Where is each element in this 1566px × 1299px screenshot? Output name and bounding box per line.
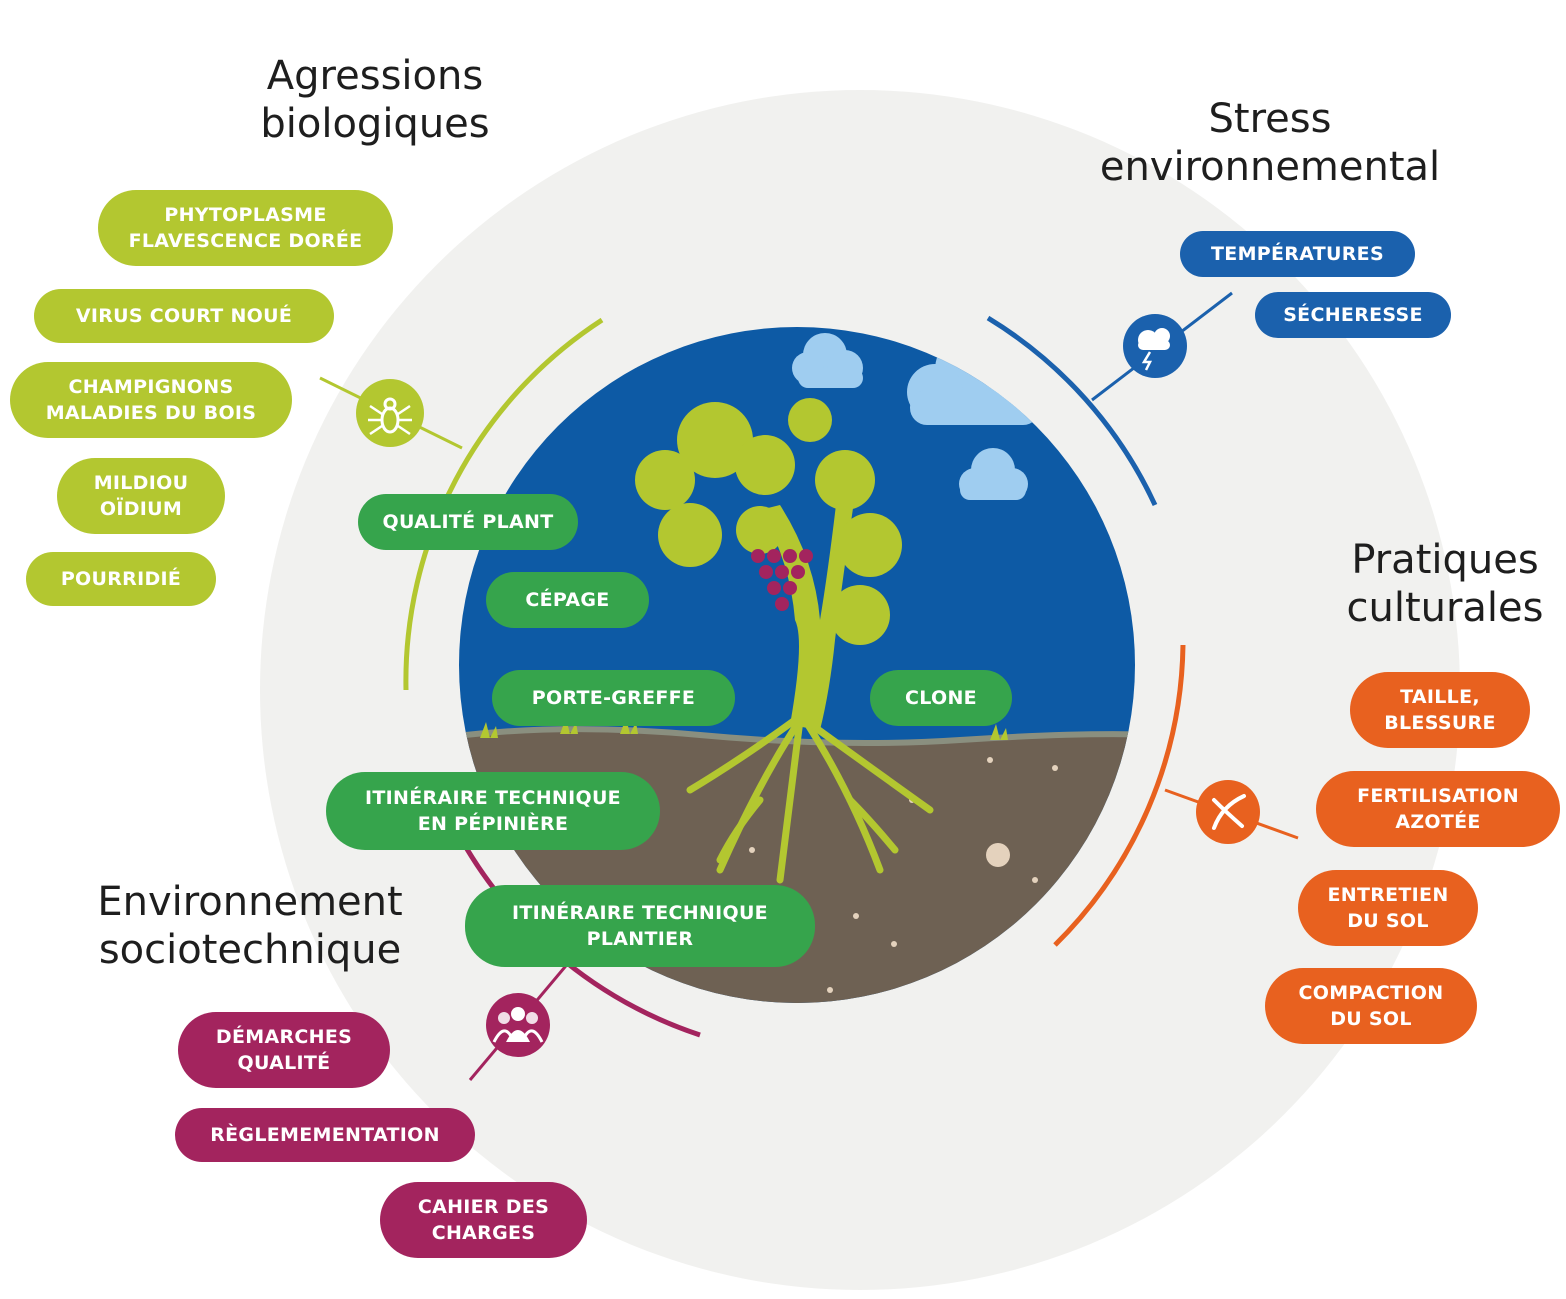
pill-entretien-du-sol: ENTRETIEN DU SOL: [1298, 870, 1478, 946]
pill-taille-blessure: TAILLE, BLESSURE: [1350, 672, 1530, 748]
pill-compaction-du-sol: COMPACTION DU SOL: [1265, 968, 1477, 1044]
leaves: [635, 398, 902, 645]
mite-icon: [356, 379, 424, 447]
pill-reglementation: RÈGLEMEMENTATION: [175, 1108, 475, 1162]
pill-temperatures: TEMPÉRATURES: [1180, 231, 1415, 277]
pill-clone: CLONE: [870, 670, 1012, 726]
pill-cahier-des-charges: CAHIER DES CHARGES: [380, 1182, 587, 1258]
weather-icon: [1123, 314, 1187, 378]
pill-secheresse: SÉCHERESSE: [1255, 292, 1451, 338]
pill-phytoplasme: PHYTOPLASME FLAVESCENCE DORÉE: [98, 190, 393, 266]
pill-fertilisation-azotee: FERTILISATION AZOTÉE: [1316, 771, 1560, 847]
pruning-shears-icon: [1196, 780, 1260, 844]
pill-champignons: CHAMPIGNONS MALADIES DU BOIS: [10, 362, 292, 438]
people-icon: [486, 993, 550, 1057]
title-stress-environnemental: Stress environnemental: [1099, 96, 1441, 190]
pill-mildiou-oidium: MILDIOU OÏDIUM: [57, 458, 225, 534]
pill-demarches-qualite: DÉMARCHES QUALITÉ: [178, 1012, 390, 1088]
grape-cluster: [751, 549, 813, 611]
pill-virus-court-noue: VIRUS COURT NOUÉ: [34, 289, 334, 343]
arc-stress: [986, 315, 1158, 507]
title-environnement-sociotechnique: Environnement sociotechnique: [97, 879, 403, 973]
pill-porte-greffe: PORTE-GREFFE: [492, 670, 735, 726]
pill-itineraire-plantier: ITINÉRAIRE TECHNIQUE PLANTIER: [465, 885, 815, 967]
arc-agressions: [403, 317, 604, 691]
title-agressions-biologiques: Agressions biologiques: [260, 53, 490, 147]
arc-pratiques: [1053, 644, 1186, 947]
pill-cepage: CÉPAGE: [486, 572, 649, 628]
pill-qualite-plant: QUALITÉ PLANT: [358, 494, 578, 550]
title-pratiques-culturales: Pratiques culturales: [1346, 537, 1544, 631]
trunk: [760, 470, 858, 730]
pill-pourridie: POURRIDIÉ: [26, 552, 216, 606]
pill-itineraire-pepiniere: ITINÉRAIRE TECHNIQUE EN PÉPINIÈRE: [326, 772, 660, 850]
